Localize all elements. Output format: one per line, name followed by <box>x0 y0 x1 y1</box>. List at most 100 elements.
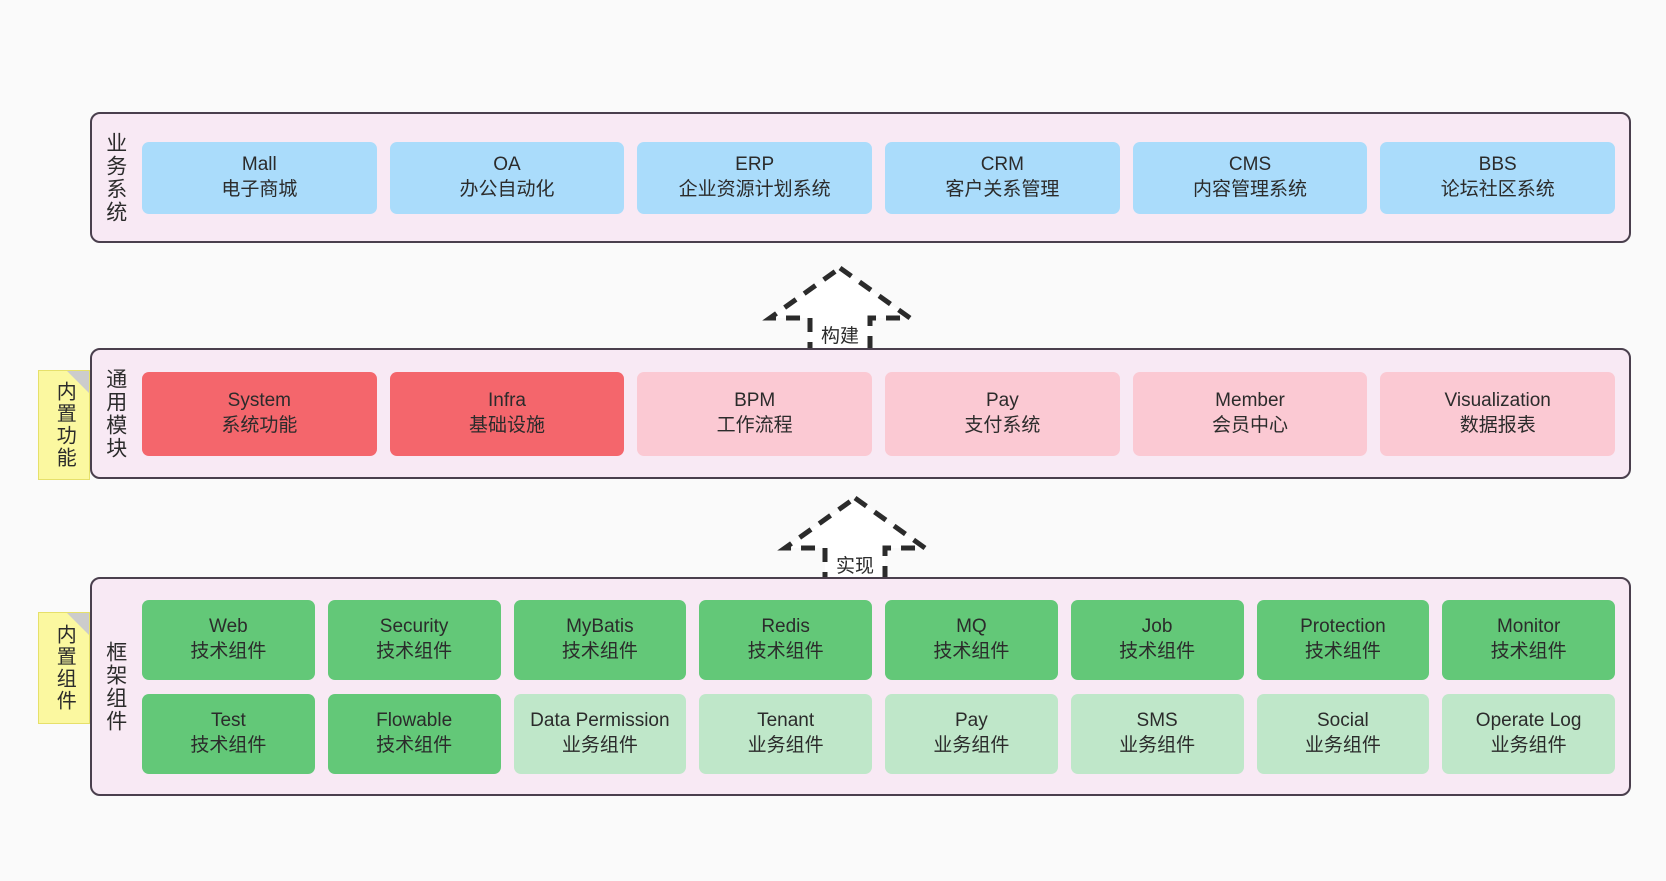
card-subtitle: 技术组件 <box>933 640 1010 662</box>
card-title: BPM <box>734 390 776 412</box>
card-title: Tenant <box>757 710 815 732</box>
card-title: System <box>227 390 292 412</box>
card-title: BBS <box>1478 154 1517 176</box>
card-subtitle: 技术组件 <box>190 734 267 756</box>
connector-build: 构建 <box>760 262 920 354</box>
card-subtitle: 业务组件 <box>1490 734 1567 756</box>
card-title: MyBatis <box>566 616 634 638</box>
card-subtitle: 数据报表 <box>1459 414 1536 436</box>
card-subtitle: 业务组件 <box>1304 734 1381 756</box>
card-title: Monitor <box>1496 616 1561 638</box>
card-subtitle: 论坛社区系统 <box>1440 178 1555 200</box>
card-title: Test <box>210 710 246 732</box>
dashed-up-arrow-icon <box>777 494 933 584</box>
layer-title-modules: 通用模块 <box>103 367 127 460</box>
card-title: Data Permission <box>530 710 670 732</box>
card-title: Operate Log <box>1475 710 1582 732</box>
card-subtitle: 内容管理系统 <box>1193 178 1308 200</box>
card-title: Flowable <box>376 710 453 732</box>
card-subtitle: 业务组件 <box>1119 734 1196 756</box>
note-builtin-components-label: 内置组件 <box>53 624 76 712</box>
card-title: Member <box>1215 390 1285 412</box>
card-title: Mall <box>241 154 277 176</box>
card-subtitle: 技术组件 <box>747 640 824 662</box>
dashed-up-arrow-icon <box>762 264 918 354</box>
card-title: OA <box>493 154 521 176</box>
card-subtitle: 基础设施 <box>469 414 546 436</box>
note-builtin-functions-label: 内置功能 <box>53 381 76 469</box>
card-subtitle: 技术组件 <box>1119 640 1196 662</box>
layer-title-business: 业务系统 <box>103 131 127 224</box>
card-subtitle: 企业资源计划系统 <box>678 178 831 200</box>
card-title: CMS <box>1228 154 1272 176</box>
card-subtitle: 工作流程 <box>716 414 793 436</box>
card-subtitle: 技术组件 <box>1490 640 1567 662</box>
card-subtitle: 系统功能 <box>221 414 298 436</box>
card-subtitle: 支付系统 <box>964 414 1041 436</box>
card-subtitle: 电子商城 <box>221 178 298 200</box>
card-title: Pay <box>985 390 1019 412</box>
card-subtitle: 业务组件 <box>561 734 638 756</box>
note-builtin-functions: 内置功能 <box>38 370 90 480</box>
card-subtitle: 业务组件 <box>933 734 1010 756</box>
card-subtitle: 业务组件 <box>747 734 824 756</box>
card-subtitle: 技术组件 <box>376 640 453 662</box>
card-subtitle: 会员中心 <box>1212 414 1289 436</box>
note-builtin-components: 内置组件 <box>38 612 90 724</box>
card-title: ERP <box>735 154 775 176</box>
card-title: Protection <box>1300 616 1386 638</box>
note-fold-corner-icon <box>67 613 89 635</box>
card-title: Redis <box>761 616 810 638</box>
card-title: Job <box>1141 616 1173 638</box>
card-subtitle: 技术组件 <box>190 640 267 662</box>
card-subtitle: 技术组件 <box>1304 640 1381 662</box>
card-title: CRM <box>980 154 1024 176</box>
card-title: Social <box>1317 710 1369 732</box>
card-title: SMS <box>1136 710 1178 732</box>
connector-implement: 实现 <box>775 492 935 584</box>
card-title: Infra <box>487 390 527 412</box>
note-fold-corner-icon <box>67 371 89 393</box>
card-subtitle: 客户关系管理 <box>945 178 1060 200</box>
layer-title-framework: 框架组件 <box>103 640 127 733</box>
card-title: Security <box>379 616 449 638</box>
